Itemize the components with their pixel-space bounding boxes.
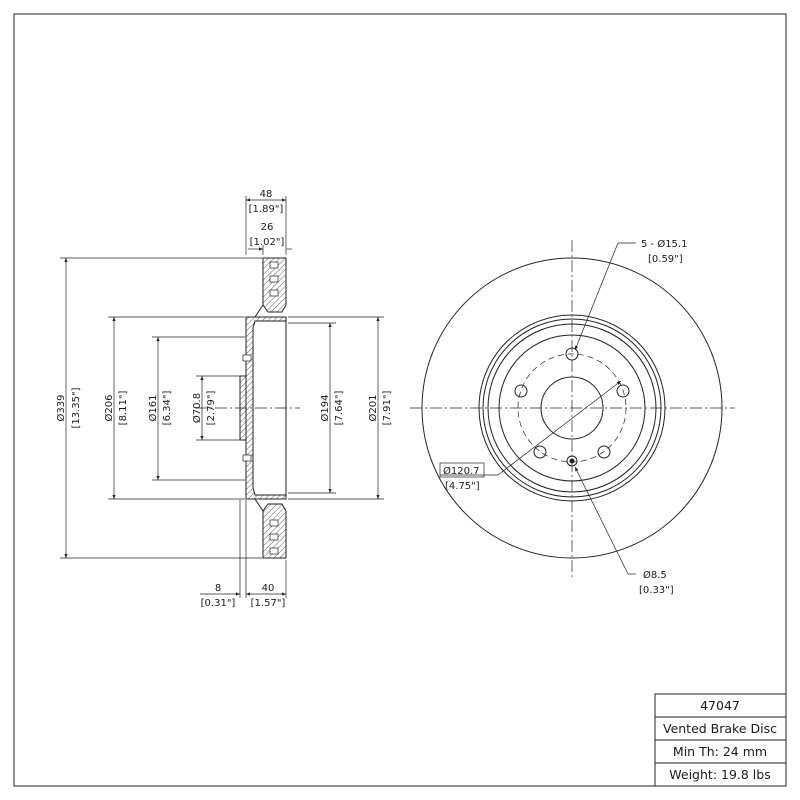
- dim-26: 26: [261, 222, 274, 233]
- lug-hole: [565, 347, 579, 361]
- dim-8: 8: [215, 583, 221, 594]
- front-view: [410, 240, 735, 578]
- side-section-view: [195, 257, 300, 559]
- dim-bolt-circle: Ø120.7: [443, 465, 480, 477]
- part-description: Vented Brake Disc: [662, 721, 777, 736]
- dim-201-in: [7.91"]: [382, 391, 393, 426]
- lug-hole: [533, 445, 547, 459]
- dim-26-in: [1.02"]: [250, 237, 285, 248]
- dim-70-8: Ø70.8: [191, 393, 203, 423]
- lug-hole: [597, 445, 611, 459]
- dim-small-hole: Ø8.5: [643, 569, 667, 581]
- lug-hole: [514, 384, 528, 398]
- friction-inner-edge: [478, 314, 666, 502]
- dim-8-in: [0.31"]: [201, 598, 236, 609]
- locator-hole: [566, 455, 578, 467]
- dim-339: Ø339: [55, 395, 67, 422]
- dim-small-hole-in: [0.33"]: [639, 585, 674, 596]
- side-dimension-lines: [60, 196, 384, 598]
- part-number: 47047: [700, 698, 740, 713]
- dim-lug-holes-in: [0.59"]: [648, 254, 683, 265]
- dim-48: 48: [260, 189, 273, 200]
- dim-40: 40: [262, 583, 275, 594]
- drawing-border: [13, 13, 787, 787]
- front-dimension-text: 5 - Ø15.1 [0.59"] Ø120.7 [4.75"] Ø8.5 [0…: [443, 238, 687, 596]
- weight: Weight: 19.8 lbs: [669, 767, 771, 782]
- center-bore: [540, 376, 604, 440]
- min-thickness: Min Th: 24 mm: [672, 744, 768, 759]
- dim-161: Ø161: [147, 395, 159, 422]
- lower-friction-ring: [262, 503, 287, 559]
- dim-70-8-in: [2.79"]: [206, 391, 217, 426]
- dim-40-in: [1.57"]: [251, 598, 286, 609]
- dim-201: Ø201: [367, 395, 379, 422]
- dim-48-in: [1.89"]: [249, 204, 284, 215]
- dim-lug-holes: 5 - Ø15.1: [641, 238, 687, 250]
- dim-161-in: [6.34"]: [162, 391, 173, 426]
- front-leaders: [439, 242, 636, 575]
- outer-disc-edge: [421, 257, 723, 559]
- side-dimension-text: 48 [1.89"] 26 [1.02"] Ø339 [13.35"] Ø206…: [55, 189, 393, 609]
- dim-339-in: [13.35"]: [71, 387, 82, 428]
- lug-hole: [616, 384, 630, 398]
- dim-bolt-circle-in: [4.75"]: [445, 481, 480, 492]
- dim-206: Ø206: [103, 395, 115, 422]
- title-block-frame: [654, 693, 787, 787]
- hat-face: [498, 334, 646, 482]
- dim-206-in: [8.11"]: [118, 391, 129, 426]
- dim-194: Ø194: [319, 395, 331, 422]
- dim-194-in: [7.64"]: [334, 391, 345, 426]
